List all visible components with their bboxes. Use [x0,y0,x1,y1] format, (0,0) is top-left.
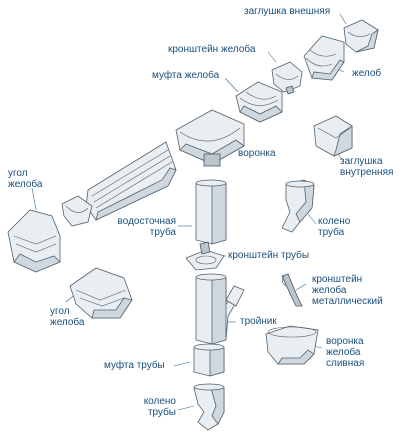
label-corner-top: угол желоба [8,168,43,190]
end-cap-outer-part [343,19,379,53]
gutter-long-part [85,141,177,221]
bracket-small-part [61,195,93,227]
corner-bottom-part [69,267,133,319]
corner-top-part [7,209,61,273]
label-drain-funnel: воронка желоба сливная [326,336,365,369]
tee-part [195,273,245,345]
downpipe-part [195,179,227,245]
label-pipe-bracket: кронштейн трубы [228,250,310,261]
gutter-coupling-part [235,81,283,123]
label-funnel: воронка [238,148,276,159]
funnel-part [175,109,245,167]
gutter-bracket-part [271,61,303,95]
label-metal-bracket: кронштейн желоба металлический [312,274,383,307]
gutter-section-part [303,35,345,81]
label-tee: тройник [240,316,277,327]
label-elbow-bottom: колено трубы [143,396,176,418]
label-elbow-right: колено труба [318,216,351,238]
label-end-cap-outer: заглушка внешняя [244,6,331,17]
elbow-right-part [281,179,315,233]
label-end-cap-inner: заглушка внутренняя [340,156,394,178]
elbow-bottom-part [193,383,225,431]
end-cap-inner-part [313,115,353,157]
label-downpipe: водосточная труба [117,216,176,238]
label-gutter-coupling: муфта желоба [152,70,220,81]
label-gutter: желоб [352,68,382,79]
pipe-coupling-part [193,343,225,377]
drain-funnel-part [265,325,319,365]
label-pipe-coupling: муфта трубы [104,360,165,371]
metal-bracket-part [281,273,303,307]
label-corner-bottom: угол желоба [50,306,85,328]
label-gutter-bracket: кронштейн желоба [168,44,256,55]
pipe-bracket-part [185,241,225,271]
